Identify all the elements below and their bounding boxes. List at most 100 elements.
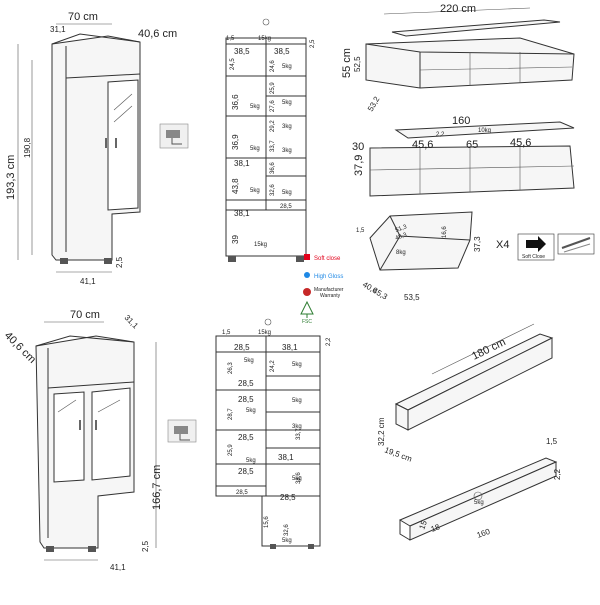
shelf-detail-offset: 2,2 [553,468,562,480]
fsc-badge: FSC [300,300,314,325]
drawer-width: 53,5 [404,293,420,302]
tall-int-top-load: 15kg [258,36,271,42]
shelf-detail-face [409,461,557,541]
short-int-right-7: 15,6 [264,516,270,528]
drawer-load: 8kg [396,250,406,256]
tv-unit-top-shelf [391,19,561,37]
tall-int-left-3: 36,9 [231,134,240,150]
wall-shelf-view: 180 cm 32,2 cm 19,5 cm [377,323,554,464]
short-int-load-3: 5kg [292,398,302,404]
tall-int-load-2: 5kg [250,146,260,152]
soft-close-badge: Soft close [304,254,341,262]
wall-shelf-face [407,337,553,431]
short-int-right-1: 24,2 [270,360,276,372]
short-int-left-5: 25,9 [228,444,234,456]
tall-depth-label: 40,6 cm [138,28,177,40]
tv-unit-interior-shelf [394,121,575,139]
tv-unit-interior-view: 160 10kg 2,2 30 37,9 45,6 65 45,6 [352,115,575,197]
short-int-left-4: 28,7 [228,408,234,420]
tall-interior-frame [225,37,307,257]
tv-large-depth-label: 53,2 [366,95,382,113]
tall-width-label: 70 cm [68,11,98,23]
tall-int-top-right: 2,5 [310,39,316,48]
soft-close-caption: Soft Close [522,254,545,260]
short-foot-width-label: 41,1 [110,563,126,572]
tall-cabinet-view: 70 cm 40,6 cm 31,1 193,3 cm 190,8 41,1 2… [5,11,177,286]
short-int-load-2: 5kg [246,408,256,414]
fsc-tree-icon [300,300,314,315]
short-int-right-6: 32,6 [284,524,290,536]
hinge-icon-bottom [167,419,197,443]
drawer-view: 1,5 51,3 48,3 16,6 8kg 37,3 40,6 45,3 53… [356,211,595,302]
short-int-load-6: 5kg [292,476,302,482]
short-int-top-left: 1,5 [222,330,231,336]
short-depth-label: 40,6 cm [2,330,38,366]
tall-int-load-0: 5kg [250,104,260,110]
tv-int-load: 10kg [478,128,491,134]
short-int-right-4: 38,6 [296,472,302,484]
short-int-right-3: 38,1 [278,453,294,462]
short-int-top-right: 2,2 [326,337,332,346]
tall-interior-view: 1,5 15kg 2,5 38,5 24,5 36,6 36,9 38,1 43… [225,18,316,262]
short-int-load-5: 5kg [246,458,256,464]
tall-int-left-7: 39 [231,235,240,244]
shelf-detail-depth: 18 [430,522,442,534]
short-cabinet-view: 70 cm 31,1 40,6 cm 166,7 cm 2,5 41,1 [2,309,163,572]
tall-int-load-4: 5kg [282,100,292,106]
tall-int-left-5: 43,8 [231,178,240,194]
tall-int-right-6: 36,6 [270,162,276,174]
drawer-quantity: X4 [496,239,509,251]
short-int-load-7: 5kg [282,538,292,544]
tall-int-right-3: 27,6 [270,100,276,112]
tall-int-load-6: 5kg [250,188,260,194]
shelf-detail-thickness: 1,5 [546,437,558,446]
tall-inner-height-label: 190,8 [23,137,32,158]
tv-large-inner-height-label: 52,5 [353,56,362,72]
tall-int-right-2: 25,9 [270,82,276,94]
short-int-left-3: 28,5 [238,395,254,404]
drawer-inner-depth: 48,3 [395,232,409,242]
shelf-detail-load: 5kg [474,500,484,506]
tv-int-height-label: 37,9 [353,155,365,176]
warranty-line2: Warranty [320,293,341,299]
short-int-top-load: 15kg [258,330,271,336]
fsc-text: FSC [302,319,312,325]
short-top-offset-label: 31,1 [123,313,141,331]
soft-close-icon: Soft Close [517,233,555,261]
tall-int-load-8: 15kg [254,242,267,248]
warranty-line1: Manufacturer [314,287,344,293]
tall-int-load-5: 3kg [282,148,292,154]
high-gloss-badge: High Gloss [304,272,343,280]
shelf-detail-width: 160 [476,527,492,540]
tall-int-right-0: 38,5 [274,47,290,56]
warranty-badge: Manufacturer Warranty [303,287,344,299]
drawer-inner-height: 16,6 [442,226,448,238]
drawer-thickness: 1,5 [356,228,365,234]
short-height-label: 166,7 cm [151,465,163,510]
short-int-load-1: 5kg [292,362,302,368]
tv-int-comp-2: 45,6 [510,137,531,149]
short-int-left-6: 28,5 [238,433,254,442]
soft-close-badge-icon [304,254,310,260]
tv-int-comp-0: 45,6 [412,139,433,151]
short-int-right-5: 28,5 [280,493,296,502]
wall-shelf-height-label: 32,2 cm [377,417,386,446]
tall-int-load-7: 5kg [282,190,292,196]
tv-int-left-height: 30 [352,141,364,153]
short-foot-height-label: 2,5 [141,540,150,552]
tv-int-offset: 2,2 [436,132,445,138]
tall-int-left-6: 38,1 [234,209,250,218]
badge-column: Soft close High Gloss Manufacturer Warra… [300,254,344,325]
tall-int-left-4: 38,1 [234,159,250,168]
tv-large-width-label: 220 cm [440,3,476,15]
tv-int-comp-1: 65 [466,139,478,151]
short-width-label: 70 cm [70,309,100,321]
drawer-runner-icon [557,233,595,255]
short-int-load-4: 3kg [292,424,302,430]
wall-shelf-top-board [394,333,554,411]
short-int-left-2: 28,5 [238,379,254,388]
tv-unit-large-view: 220 cm 55 cm 52,5 53,2 [341,3,575,113]
drawer-inner-width: 51,3 [395,224,409,234]
